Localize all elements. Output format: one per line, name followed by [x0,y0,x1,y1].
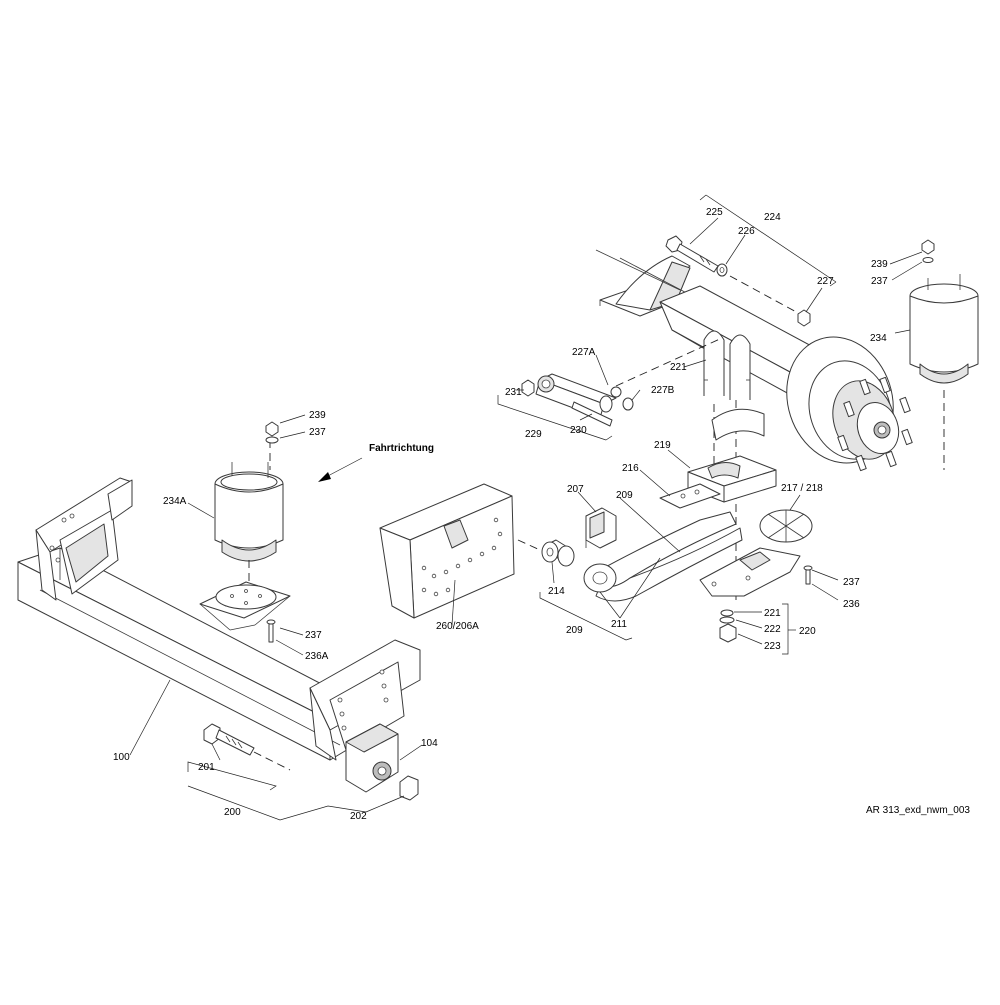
label-224: 224 [764,212,781,223]
nut-washer-220 [719,609,737,643]
label-226: 226 [738,226,755,237]
label-230: 230 [570,425,587,436]
drawing-id: AR 313_exd_nwm_003 [866,805,970,816]
direction-label: Fahrtrichtung [369,443,434,454]
axle-frame-100 [17,477,421,801]
label-217-218: 217 / 218 [781,483,823,494]
bracket-260-206A [379,483,515,619]
label-239-right: 239 [871,259,888,270]
label-216: 216 [622,463,639,474]
label-104: 104 [421,738,438,749]
label-209-top: 209 [616,490,633,501]
label-239-left: 239 [309,410,326,421]
bolt-225 [665,235,811,327]
bolt-201 [203,723,291,771]
label-237-left-top: 237 [309,427,326,438]
label-211: 211 [611,619,627,630]
plate-216 [659,483,721,509]
bracket-207 [585,507,617,549]
label-227A: 227A [572,347,596,358]
brake-disc-hub [786,336,913,472]
label-234: 234 [870,333,887,344]
label-100: 100 [113,752,130,763]
label-200: 200 [224,807,241,818]
label-220: 220 [799,626,816,637]
label-237-right-top: 237 [871,276,888,287]
direction-arrow [318,457,363,482]
label-222: 222 [764,624,781,635]
air-spring-234A [214,440,284,604]
label-236: 236 [843,599,860,610]
label-223: 223 [764,641,781,652]
label-227B: 227B [651,385,675,396]
u-bolts-221 [703,330,751,600]
seat-plate [215,584,277,610]
spring-plate-217-218 [699,509,813,597]
label-207: 207 [567,484,584,495]
bolt-236A [266,619,276,643]
axle-hanger [595,249,701,317]
leaf-spring-209 [583,511,743,602]
label-237-right-bottom: 237 [843,577,860,588]
label-214: 214 [548,586,565,597]
label-201: 201 [198,762,215,773]
washer-nut-left [265,421,279,444]
bushing-214 [517,539,575,567]
label-236A: 236A [305,651,329,662]
axle-seat-219 [687,408,777,503]
shock-absorber-229 [521,337,723,427]
label-237-left-bottom: 237 [305,630,322,641]
label-209-bottom: 209 [566,625,583,636]
label-221-top: 221 [670,362,687,373]
label-234A: 234A [163,496,187,507]
label-229: 229 [525,429,542,440]
label-231: 231 [505,387,522,398]
label-219: 219 [654,440,671,451]
label-260-206A: 260/206A [436,621,479,632]
leader-lines [129,194,923,821]
label-225: 225 [706,207,723,218]
air-spring-234 [909,239,979,470]
label-221-bottom: 221 [764,608,781,619]
bolt-236 [803,565,813,585]
label-202: 202 [350,811,367,822]
label-227: 227 [817,276,834,287]
